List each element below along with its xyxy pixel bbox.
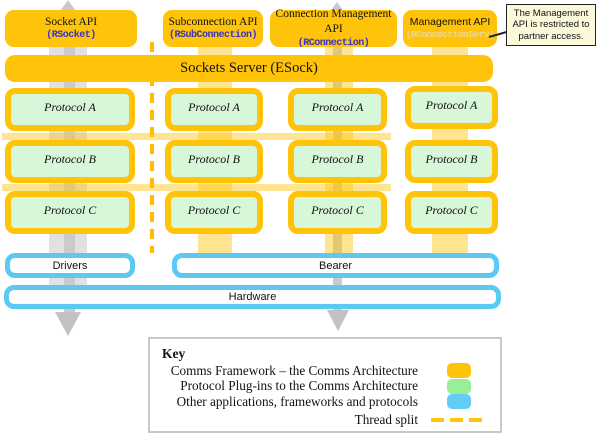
api-class-name: (RSocket) bbox=[46, 30, 96, 42]
down-arrow-icon bbox=[55, 312, 81, 336]
api-title: Subconnection API bbox=[168, 15, 258, 28]
protocol-box: Protocol A bbox=[405, 86, 498, 129]
api-title: Management API bbox=[409, 15, 491, 28]
protocol-label: Protocol C bbox=[425, 203, 478, 217]
legend-row-protocol-plugins: Protocol Plug-ins to the Comms Architect… bbox=[162, 378, 490, 395]
protocol-box: Protocol C bbox=[5, 191, 135, 234]
protocol-box: Protocol C bbox=[165, 191, 263, 234]
sockets-server-bar: Sockets Server (ESock) bbox=[5, 55, 493, 82]
protocol-label: Protocol B bbox=[425, 152, 478, 166]
sockets-server-label: Sockets Server (ESock) bbox=[180, 60, 318, 77]
api-class-name: (RSubConnection) bbox=[168, 30, 258, 42]
protocol-label: Protocol A bbox=[311, 100, 364, 114]
hardware-label: Hardware bbox=[228, 291, 277, 303]
protocol-label: Protocol C bbox=[187, 203, 241, 217]
protocol-box: Protocol A bbox=[5, 88, 135, 131]
key-box: Key Comms Framework – the Comms Architec… bbox=[148, 337, 502, 433]
protocol-label: Protocol C bbox=[43, 203, 97, 217]
protocol-label: Protocol B bbox=[188, 152, 240, 166]
down-arrow-icon bbox=[327, 310, 349, 331]
api-class-name: (RConnection) bbox=[297, 37, 370, 49]
key-title: Key bbox=[162, 346, 186, 361]
legend-row-other-apps: Other applications, frameworks and proto… bbox=[162, 394, 490, 410]
hardware-box: Hardware bbox=[4, 285, 501, 309]
api-title: Socket API bbox=[44, 15, 98, 28]
management-api-callout: The Management API is restricted to part… bbox=[506, 4, 596, 46]
protocol-box: Protocol B bbox=[288, 140, 387, 183]
protocol-label: Protocol C bbox=[311, 203, 364, 217]
api-box-management: Management API (RConnectionServ) bbox=[403, 10, 497, 47]
legend-label: Thread split bbox=[354, 412, 418, 428]
callout-text: The Management API is restricted to part… bbox=[512, 7, 590, 42]
protocol-box: Protocol C bbox=[288, 191, 387, 234]
legend-label: Other applications, frameworks and proto… bbox=[176, 393, 418, 409]
drivers-box: Drivers bbox=[5, 253, 135, 278]
bearer-box: Bearer bbox=[172, 253, 499, 278]
protocol-label: Protocol B bbox=[44, 152, 96, 166]
api-box-socket: Socket API (RSocket) bbox=[5, 10, 137, 47]
bearer-label: Bearer bbox=[318, 259, 353, 272]
legend-swatch-green bbox=[447, 378, 471, 394]
legend-label: Comms Framework – the Comms Architecture bbox=[170, 362, 418, 378]
drivers-label: Drivers bbox=[52, 259, 88, 272]
legend-row-comms-framework: Comms Framework – the Comms Architecture bbox=[162, 363, 490, 379]
legend-swatch-blue bbox=[447, 394, 471, 410]
api-box-subconnection: Subconnection API (RSubConnection) bbox=[163, 10, 263, 47]
protocol-label: Protocol A bbox=[425, 98, 478, 112]
protocol-box: Protocol C bbox=[405, 191, 498, 234]
protocol-box: Protocol B bbox=[405, 140, 498, 183]
protocol-label: Protocol A bbox=[188, 100, 240, 114]
api-title: Connection Management API bbox=[275, 8, 392, 35]
api-box-connection-management: Connection Management API (RConnection) bbox=[270, 8, 397, 49]
protocol-box: Protocol B bbox=[5, 140, 135, 183]
legend-row-thread-split: Thread split bbox=[162, 412, 490, 429]
protocol-label: Protocol B bbox=[311, 152, 364, 166]
legend-label: Protocol Plug-ins to the Comms Architect… bbox=[180, 378, 418, 394]
thread-split-line bbox=[150, 42, 154, 253]
protocol-box: Protocol A bbox=[288, 88, 387, 131]
legend-swatch-dashed-line bbox=[431, 418, 487, 423]
protocol-label: Protocol A bbox=[44, 100, 96, 114]
protocol-box: Protocol B bbox=[165, 140, 263, 183]
framework-hband-2 bbox=[2, 184, 391, 191]
legend-swatch-gold bbox=[447, 363, 471, 379]
protocol-box: Protocol A bbox=[165, 88, 263, 131]
api-class-name: (RConnectionServ) bbox=[405, 29, 495, 41]
framework-hband-1 bbox=[2, 133, 391, 140]
